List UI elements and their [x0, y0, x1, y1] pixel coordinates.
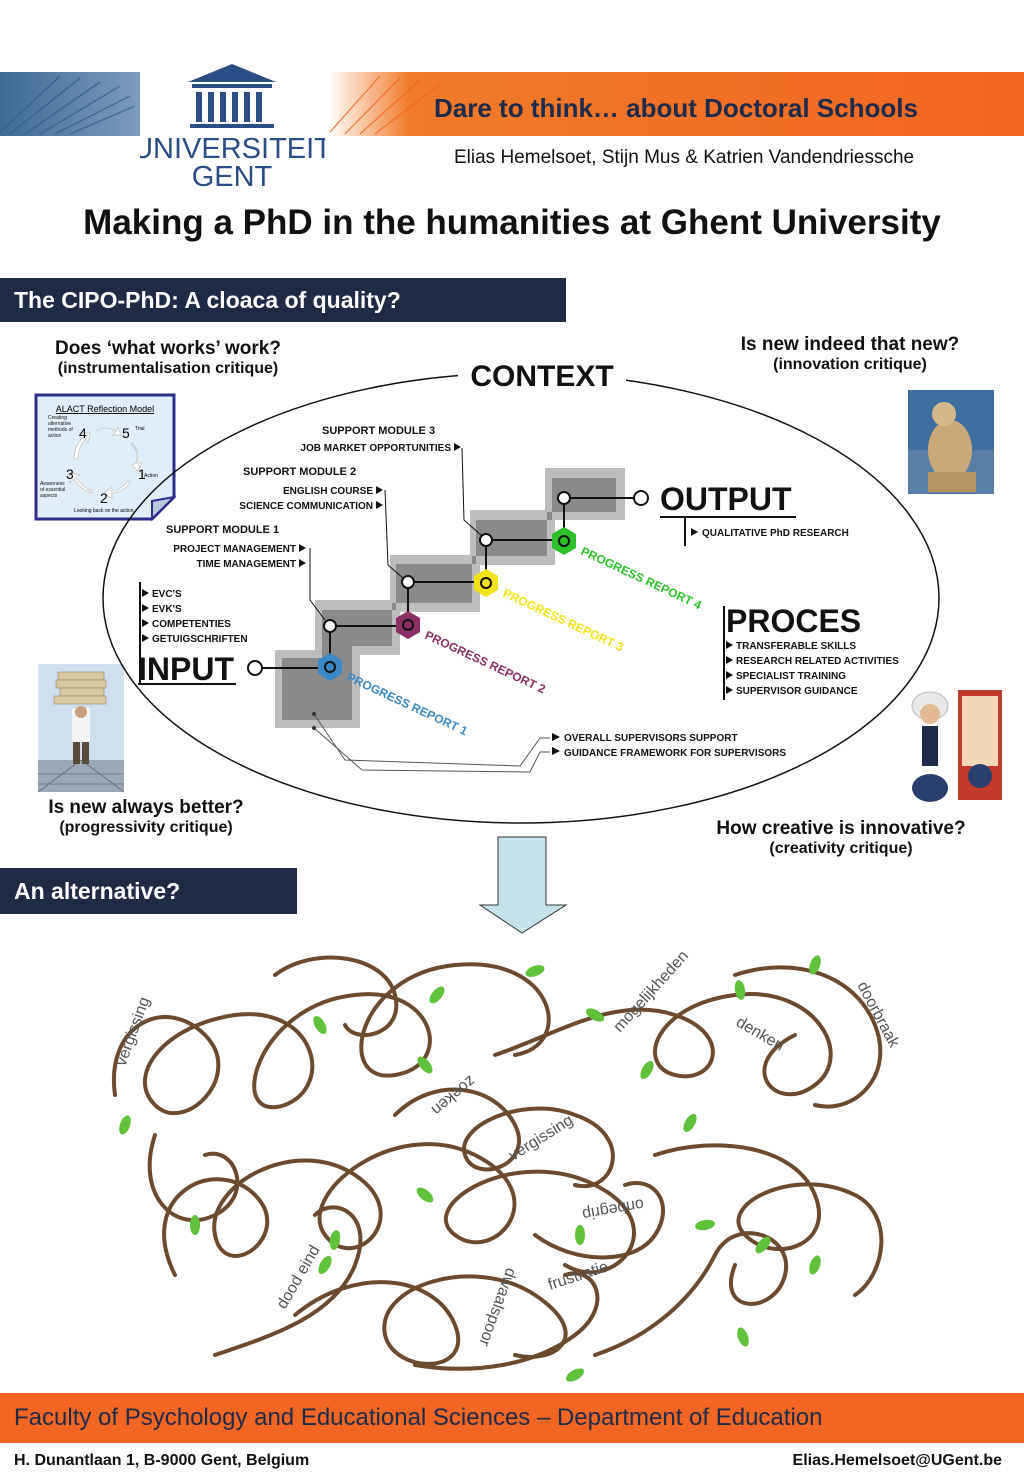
down-arrow: [478, 836, 568, 934]
footer-address: H. Dunantlaan 1, B-9000 Gent, Belgium: [14, 1452, 310, 1469]
input-item: EVC'S: [152, 589, 182, 600]
support-module-2-item: ENGLISH COURSE: [283, 486, 373, 497]
footer-email[interactable]: Elias.Hemelsoet@UGent.be: [792, 1452, 1002, 1469]
input-item: GETUIGSCHRIFTEN: [152, 634, 248, 645]
input-item: COMPETENTIES: [152, 619, 231, 630]
support-module-3-title: SUPPORT MODULE 3: [322, 425, 435, 437]
support-module-1-item: PROJECT MANAGEMENT: [173, 544, 296, 555]
proces-label: PROCES: [726, 603, 861, 639]
input-label: INPUT: [138, 651, 234, 687]
vine-word: frustratie: [546, 1258, 611, 1293]
progress-report-1-label: PROGRESS REPORT 1: [345, 670, 470, 738]
alact-label-looking-back: Looking back on the action: [74, 508, 134, 514]
proces-item: SUPERVISOR GUIDANCE: [736, 686, 858, 697]
vine-word: zoeken: [428, 1072, 478, 1118]
critique-instrumentalisation: Does ‘what works’ work? (instrumentalisa…: [20, 338, 316, 378]
alact-step-3: 3: [66, 466, 74, 482]
proces-item: TRANSFERABLE SKILLS: [736, 641, 856, 652]
alact-step-5: 5: [122, 425, 130, 441]
authors: Elias Hemelsoet, Stijn Mus & Katrien Van…: [454, 147, 915, 168]
cipo-diagram: CONTEXT PROGRESS REPORT 1 PROGRESS REPOR…: [102, 356, 940, 824]
footer-banner: Faculty of Psychology and Educational Sc…: [0, 1393, 1024, 1443]
output-item: QUALITATIVE PhD RESEARCH: [702, 528, 849, 539]
vine-word: vergissing: [506, 1112, 576, 1165]
bobblehead-doll-image: [908, 684, 1004, 810]
input-item: EVK'S: [152, 604, 182, 615]
support-module-2-title: SUPPORT MODULE 2: [243, 466, 356, 478]
critique-creativity: How creative is innovative? (creativity …: [680, 818, 1002, 858]
section-heading-alternative: An alternative?: [0, 868, 297, 914]
alact-step-2: 2: [100, 490, 108, 506]
alact-label-trial: Trial: [135, 426, 145, 432]
vine-word: onbegrip: [581, 1195, 645, 1223]
vine-word: vergissing: [113, 995, 154, 1069]
section-heading-cipo: The CIPO-PhD: A cloaca of quality?: [0, 278, 566, 322]
support-module-1-title: SUPPORT MODULE 1: [166, 524, 279, 536]
critique-question: Is new always better?: [48, 797, 244, 818]
vine-word: mogelijkheden: [610, 948, 692, 1036]
critique-question: Is new indeed that new?: [740, 334, 960, 355]
support-module-3-item: JOB MARKET OPPORTUNITIES: [300, 443, 451, 454]
man-with-papers-image: [38, 664, 124, 792]
alact-label-action: Action: [144, 473, 158, 479]
progress-marker-4: [552, 527, 576, 555]
vine-word: denken: [733, 1014, 787, 1055]
critique-sub: (creativity critique): [769, 840, 913, 857]
logo-text-line1: UNIVERSITEIT: [140, 133, 325, 165]
output-label: OUTPUT: [660, 481, 792, 517]
alact-step-4: 4: [79, 425, 87, 441]
process-path: [262, 497, 638, 669]
support-module-1-item: TIME MANAGEMENT: [197, 559, 296, 570]
page-title: Making a PhD in the humanities at Ghent …: [83, 203, 941, 242]
ugent-logo: UNIVERSITEIT GENT: [140, 62, 325, 192]
logo-text-line2: GENT: [192, 161, 273, 192]
critique-question: How creative is innovative?: [716, 818, 966, 839]
critique-sub: (progressivity critique): [59, 819, 233, 836]
header-title: Dare to think… about Doctoral Schools: [434, 93, 918, 123]
supervisor-item: GUIDANCE FRAMEWORK FOR SUPERVISORS: [564, 748, 786, 759]
critique-progressivity: Is new always better? (progressivity cri…: [10, 797, 282, 837]
progress-marker-2: [396, 611, 420, 639]
alact-step-1: 1: [138, 466, 146, 482]
critique-innovation: Is new indeed that new? (innovation crit…: [700, 334, 1000, 374]
progress-marker-3: [474, 569, 498, 597]
brush-stroke-decoration: [0, 75, 440, 135]
process-nodes: [247, 490, 649, 676]
proces-item: SPECIALIST TRAINING: [736, 671, 846, 682]
alact-label-awareness: Awareness of essential aspects: [40, 481, 66, 499]
progress-report-4-label: PROGRESS REPORT 4: [579, 544, 704, 612]
progress-marker-1: [318, 653, 342, 681]
context-label: CONTEXT: [470, 360, 613, 393]
support-module-2-item: SCIENCE COMMUNICATION: [239, 501, 373, 512]
staircase-inner: [282, 478, 616, 720]
critique-sub: (instrumentalisation critique): [57, 360, 279, 377]
critique-question: Does ‘what works’ work?: [55, 338, 281, 359]
alact-model: ALACT Reflection Model 1 2 3 4 5 Action …: [34, 393, 176, 521]
thinker-statue-image: [908, 390, 994, 494]
tangled-vines-illustration: vergissing mogelijkheden denken doorbraa…: [111, 948, 903, 1382]
supervisor-item: OVERALL SUPERVISORS SUPPORT: [564, 733, 738, 744]
alact-title: ALACT Reflection Model: [56, 404, 154, 414]
critique-sub: (innovation critique): [773, 356, 927, 373]
progress-report-2-label: PROGRESS REPORT 2: [423, 628, 548, 696]
proces-item: RESEARCH RELATED ACTIVITIES: [736, 656, 899, 667]
alact-label-creating: Creating alternative methods of action: [48, 415, 73, 439]
progress-report-3-label: PROGRESS REPORT 3: [501, 586, 626, 654]
